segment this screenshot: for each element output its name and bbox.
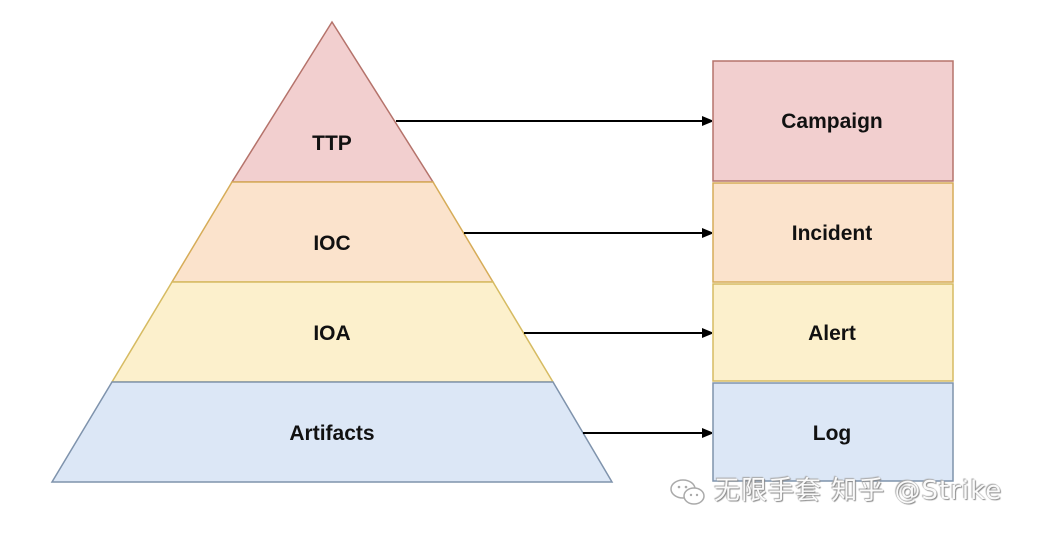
box-incident[interactable] xyxy=(712,182,954,283)
layer-label-ioa: IOA xyxy=(313,322,350,345)
layer-label-artifacts: Artifacts xyxy=(289,422,374,445)
wechat-icon xyxy=(670,478,705,505)
pyramid-layer-artifacts[interactable] xyxy=(50,381,614,483)
layer-label-ioc: IOC xyxy=(313,232,350,255)
connectors xyxy=(396,121,711,433)
box-alert[interactable] xyxy=(712,283,954,382)
box-label-campaign: Campaign xyxy=(781,110,883,133)
pyramid-layer-ttp[interactable] xyxy=(230,20,435,183)
box-stack: Campaign Incident Alert Log xyxy=(712,60,954,482)
box-label-incident: Incident xyxy=(792,222,873,245)
box-label-log: Log xyxy=(813,422,851,445)
pyramid: TTP IOC IOA Artifacts xyxy=(50,20,614,483)
box-log[interactable] xyxy=(712,382,954,482)
box-label-alert: Alert xyxy=(808,322,856,345)
box-campaign[interactable] xyxy=(712,60,954,182)
watermark-text: 无限手套 知乎 @Strike xyxy=(714,476,1003,506)
watermark: 无限手套 知乎 @Strike xyxy=(668,470,1002,507)
layer-label-ttp: TTP xyxy=(312,132,352,155)
